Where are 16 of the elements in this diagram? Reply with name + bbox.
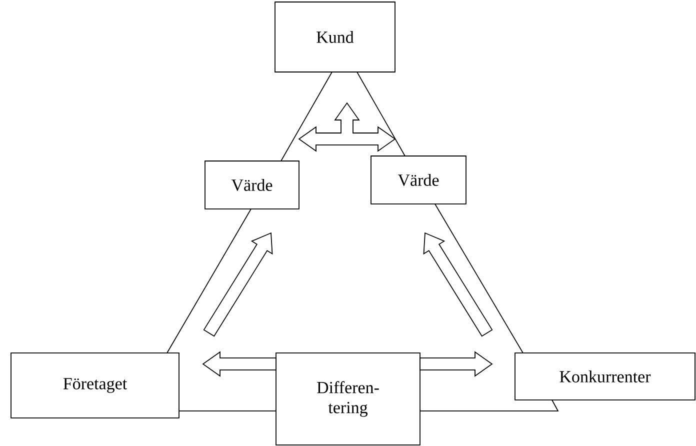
hollow-arrow: [423, 232, 493, 337]
triangle-line: [178, 410, 276, 412]
hollow-arrow: [203, 232, 273, 337]
hollow-arrow: [202, 351, 276, 377]
node-box: Värde: [204, 160, 300, 210]
hollow-arrow: [420, 351, 493, 377]
triangle-line: [280, 72, 332, 162]
triangle-line: [166, 208, 252, 354]
triangle-line: [434, 204, 524, 354]
triangle-line: [420, 400, 559, 412]
node-box: Värde: [370, 156, 466, 204]
node-box: Företaget: [10, 352, 180, 418]
node-box: Kund: [274, 2, 396, 72]
triangle-line: [356, 72, 406, 156]
node-box: Differen- tering: [276, 352, 420, 446]
node-box: Konkurrenter: [514, 352, 696, 400]
